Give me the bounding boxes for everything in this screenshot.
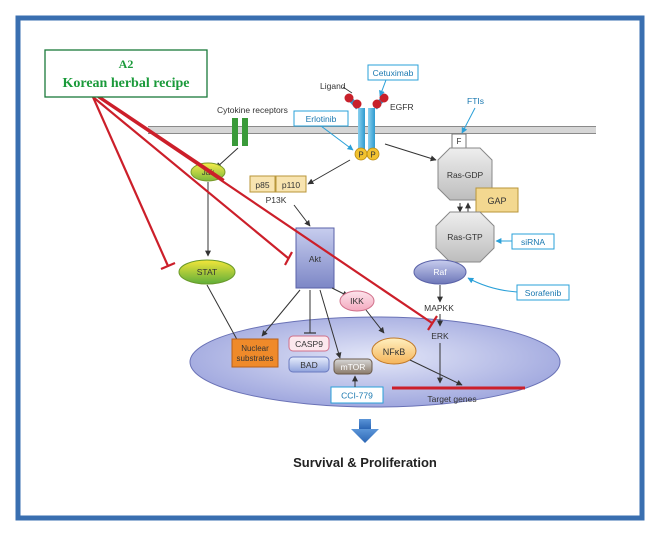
ikk-to-nfkb-arrow bbox=[365, 309, 385, 334]
nuclear-substrates-label-1: Nuclear bbox=[241, 344, 269, 353]
cytokine-receptor-icon bbox=[232, 118, 248, 146]
recipe-title-line1: A2 bbox=[119, 57, 134, 71]
cytokine-to-jak-arrow bbox=[215, 147, 239, 169]
erlotinib-label: Erlotinib bbox=[306, 114, 337, 124]
sorafenib-box bbox=[516, 284, 570, 301]
stat-label: STAT bbox=[197, 267, 217, 277]
mapkk-label: MAPKK bbox=[424, 303, 454, 313]
nuclear-substrates-label-2: substrates bbox=[237, 354, 274, 363]
mtor-label: mTOR bbox=[341, 362, 366, 372]
stat-node bbox=[178, 259, 236, 285]
egfr-label: EGFR bbox=[390, 102, 414, 112]
pi3k-label: P13K bbox=[266, 195, 287, 205]
nfkb-node bbox=[371, 337, 417, 365]
cetuximab-box bbox=[367, 64, 419, 81]
ftis-arrow bbox=[461, 107, 476, 134]
raf-label: Raf bbox=[433, 267, 447, 277]
p85-node bbox=[249, 175, 276, 193]
casp9-node bbox=[288, 335, 330, 352]
cci779-box bbox=[330, 386, 384, 404]
bad-node bbox=[288, 356, 330, 373]
ligand-pointer bbox=[342, 86, 353, 94]
akt-to-mtor-arrow bbox=[319, 289, 342, 359]
cetuximab-label: Cetuximab bbox=[373, 68, 414, 78]
mtor-node bbox=[333, 358, 373, 375]
cci779-label: CCI-779 bbox=[341, 391, 373, 401]
erk-label: ERK bbox=[431, 331, 449, 341]
casp9-label: CASP9 bbox=[295, 339, 323, 349]
ras-gtp-label: Ras-GTP bbox=[447, 232, 483, 242]
akt-label: Akt bbox=[309, 254, 322, 264]
gap-node bbox=[475, 187, 519, 213]
phospho-p-right-label: P bbox=[370, 151, 375, 160]
cetuximab-arrow bbox=[379, 79, 387, 97]
pi3k-to-akt-arrow bbox=[293, 204, 311, 227]
p85-label: p85 bbox=[255, 180, 269, 190]
raf-node bbox=[413, 259, 467, 285]
recipe-box bbox=[44, 49, 208, 98]
gap-label: GAP bbox=[487, 196, 506, 206]
bad-label: BAD bbox=[300, 360, 317, 370]
akt-to-nuclear-arrow bbox=[261, 289, 301, 337]
nuclear-substrates-node bbox=[231, 338, 279, 368]
ras-gtp-node bbox=[435, 211, 495, 263]
sorafenib-label: Sorafenib bbox=[525, 288, 562, 298]
egfr-to-ras-arrow bbox=[384, 143, 437, 162]
cytokine-receptors-label: Cytokine receptors bbox=[217, 105, 288, 115]
p110-node bbox=[275, 175, 307, 193]
f-box-label: F bbox=[457, 137, 462, 146]
nfkb-to-target-arrow bbox=[409, 359, 463, 386]
target-genes-label: Target genes bbox=[427, 394, 476, 404]
ikk-node bbox=[339, 290, 375, 312]
egfr-to-pi3k-arrow bbox=[307, 159, 351, 185]
stat-to-nucleus-arrow bbox=[206, 284, 241, 346]
sorafenib-arrow bbox=[467, 277, 518, 293]
phospho-p-right bbox=[366, 147, 380, 161]
down-arrow-icon bbox=[351, 419, 379, 443]
recipe-title-line2: Korean herbal recipe bbox=[62, 76, 189, 91]
outcome-label: Survival & Proliferation bbox=[293, 455, 437, 470]
ras-gdp-label: Ras-GDP bbox=[447, 170, 484, 180]
ftis-label: FTIs bbox=[467, 96, 484, 106]
nfkb-label: NFκB bbox=[383, 347, 406, 357]
nucleus bbox=[189, 316, 561, 408]
sirna-label: siRNA bbox=[521, 237, 545, 247]
recipe-inhibition-lines bbox=[91, 96, 438, 331]
ligand-label: Ligand bbox=[320, 81, 346, 91]
p110-label: p110 bbox=[282, 180, 301, 190]
ikk-label: IKK bbox=[350, 296, 364, 306]
outer-border bbox=[15, 15, 645, 521]
erlotinib-arrow bbox=[320, 125, 354, 151]
phospho-p-left-label: P bbox=[358, 151, 363, 160]
